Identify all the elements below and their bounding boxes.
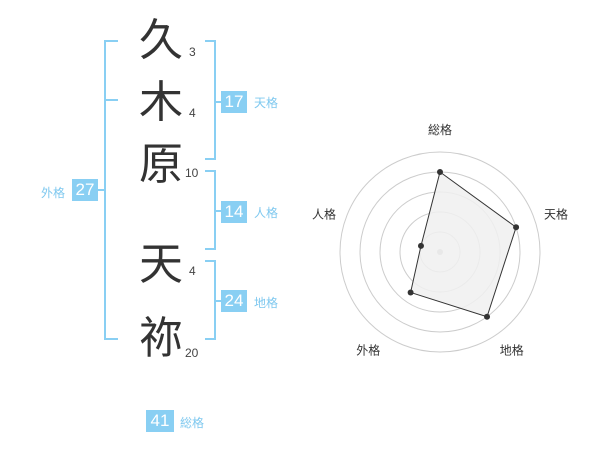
radar-axis-label-0: 総格 [428,122,452,137]
name-char-1: 久 [139,15,183,66]
radar-axis-label-2: 地格 [500,343,524,358]
radar-axis-label-1: 天格 [544,206,568,221]
stroke-count-5: 20 [185,346,199,360]
soukaku-label: 総格 [180,416,205,430]
soukaku-value: 41 [146,410,174,432]
radar-point-0 [437,169,443,175]
radar-point-2 [484,313,491,320]
radar-ring-5 [339,151,541,353]
chikaku-value: 24 [221,290,247,312]
radar-point-4 [417,242,424,249]
stroke-count-1: 3 [189,45,196,59]
gaikaku-value: 27 [72,179,98,201]
jinkaku-label: 人格 [254,206,279,220]
stroke-count-4: 4 [189,264,196,278]
name-char-5: 祢 [139,313,183,364]
stroke-count-2: 4 [189,106,196,120]
name-char-3: 原 [139,139,183,190]
tenkaku-label: 天格 [254,96,279,110]
radar-axis-label-3: 外格 [356,343,380,358]
chikaku-label: 地格 [254,296,279,310]
gaikaku-label: 外格 [41,186,66,200]
name-char-2: 木 [139,77,183,128]
radar-series [407,169,520,320]
radar-point-1 [513,224,520,231]
radar-polygon [410,171,517,318]
radar-point-3 [407,289,414,296]
tenkaku-value: 17 [221,91,247,113]
name-char-4: 天 [139,239,183,290]
stroke-count-3: 10 [185,166,199,180]
jinkaku-value: 14 [221,201,247,223]
radar-axis-label-4: 人格 [312,206,336,221]
